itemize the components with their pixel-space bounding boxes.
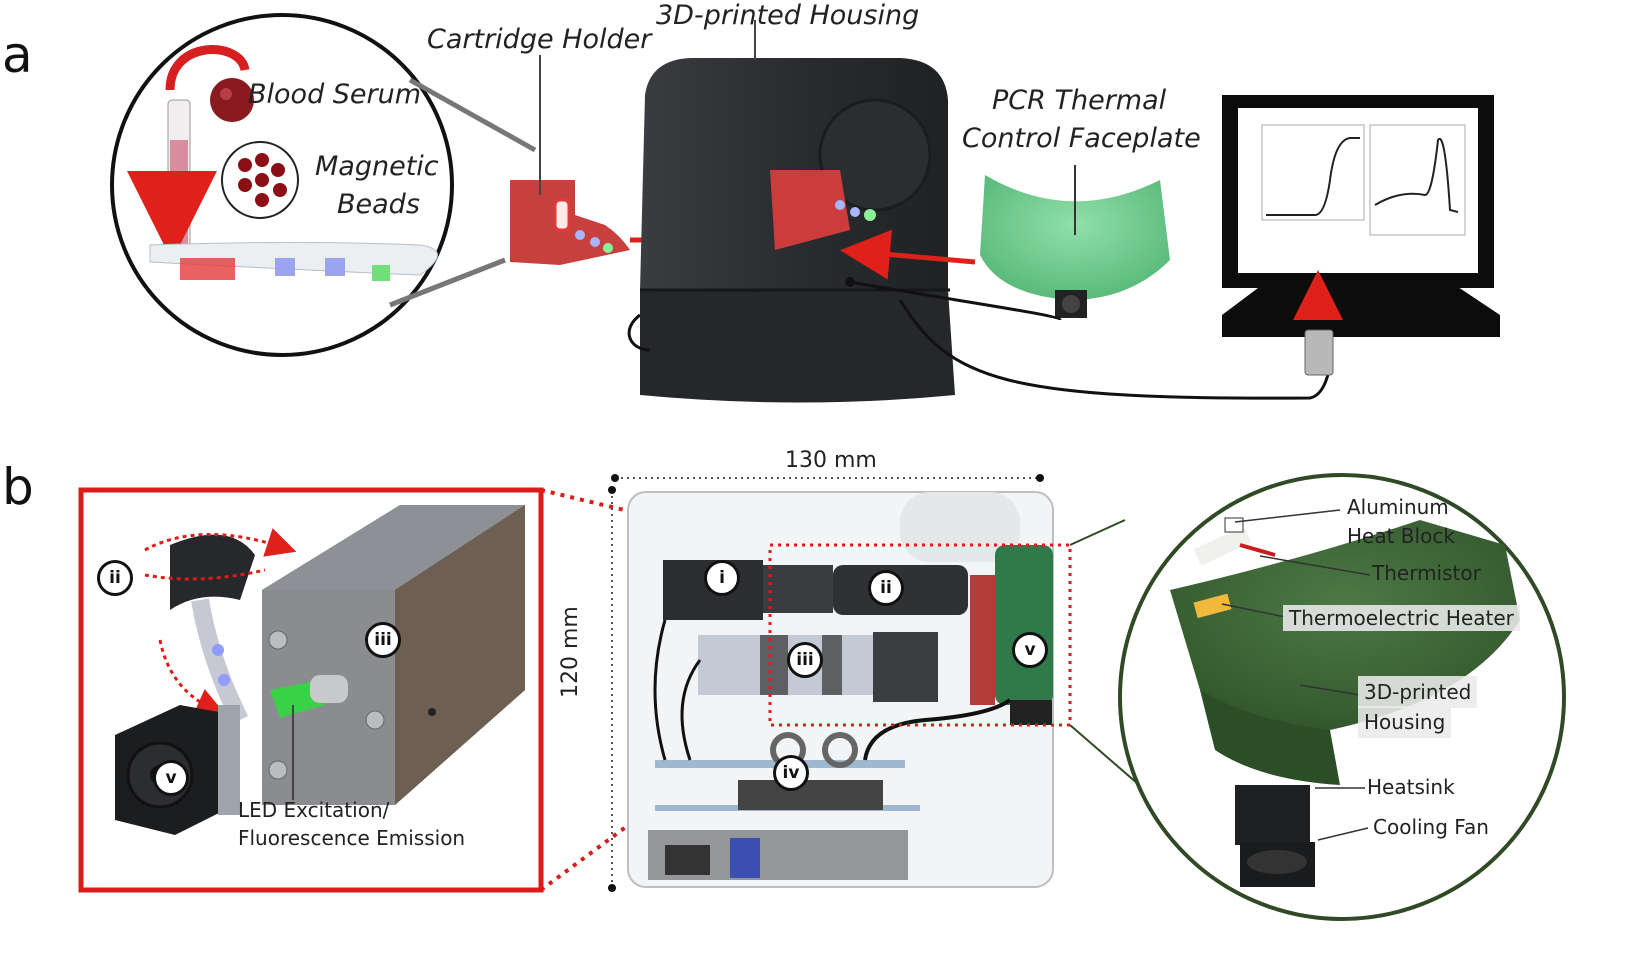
marker-iv: iv bbox=[773, 755, 809, 791]
housing-label: 3D-printed Housing bbox=[656, 0, 920, 31]
marker-iii: iii bbox=[787, 642, 823, 678]
housing-zoom-label-line2: Housing bbox=[1358, 706, 1452, 738]
cartridge-holder-part bbox=[510, 55, 630, 265]
cooling-fan-label: Cooling Fan bbox=[1373, 815, 1489, 839]
marker-ii-zoom: ii bbox=[97, 560, 133, 596]
faceplate-label-line1: PCR Thermal bbox=[992, 85, 1167, 116]
thermistor-label: Thermistor bbox=[1372, 561, 1481, 585]
heatsink-label: Heatsink bbox=[1367, 775, 1455, 799]
holder-label: Cartridge Holder bbox=[427, 24, 652, 55]
marker-iii-zoom: iii bbox=[365, 622, 401, 658]
faceplate-label-line2: Control Faceplate bbox=[962, 123, 1201, 154]
panel-letter-b: b bbox=[2, 458, 34, 516]
thermal-faceplate-part bbox=[980, 165, 1170, 318]
serum-label: Blood Serum bbox=[248, 79, 422, 110]
device-cross-section bbox=[627, 491, 1072, 888]
led-label-line1: LED Excitation/ bbox=[238, 798, 390, 822]
beads-label-line2: Beads bbox=[337, 189, 420, 220]
beads-label-line1: Magnetic bbox=[315, 151, 439, 182]
marker-v: v bbox=[1012, 632, 1048, 668]
led-label-line2: Fluorescence Emission bbox=[238, 826, 466, 850]
marker-i: i bbox=[704, 560, 740, 596]
housing-zoom-label-line1: 3D-printed bbox=[1358, 676, 1478, 708]
insert-arrow-2 bbox=[840, 229, 976, 280]
marker-ii: ii bbox=[868, 570, 904, 606]
block-label-line2: Heat Block bbox=[1347, 524, 1455, 548]
marker-v-zoom: v bbox=[153, 760, 189, 796]
heater-label: Thermoelectric Heater bbox=[1283, 605, 1520, 631]
panel-letter-a: a bbox=[2, 26, 33, 84]
faceplate-zoom-circle bbox=[1118, 473, 1566, 921]
height-dimension-label: 120 mm bbox=[558, 606, 583, 698]
device-housing bbox=[640, 20, 955, 403]
optics-block bbox=[262, 505, 525, 805]
block-label-line1: Aluminum bbox=[1347, 495, 1449, 519]
sample-zoom-circle bbox=[110, 13, 537, 357]
computer bbox=[1222, 95, 1500, 376]
width-dimension-label: 130 mm bbox=[785, 448, 877, 473]
